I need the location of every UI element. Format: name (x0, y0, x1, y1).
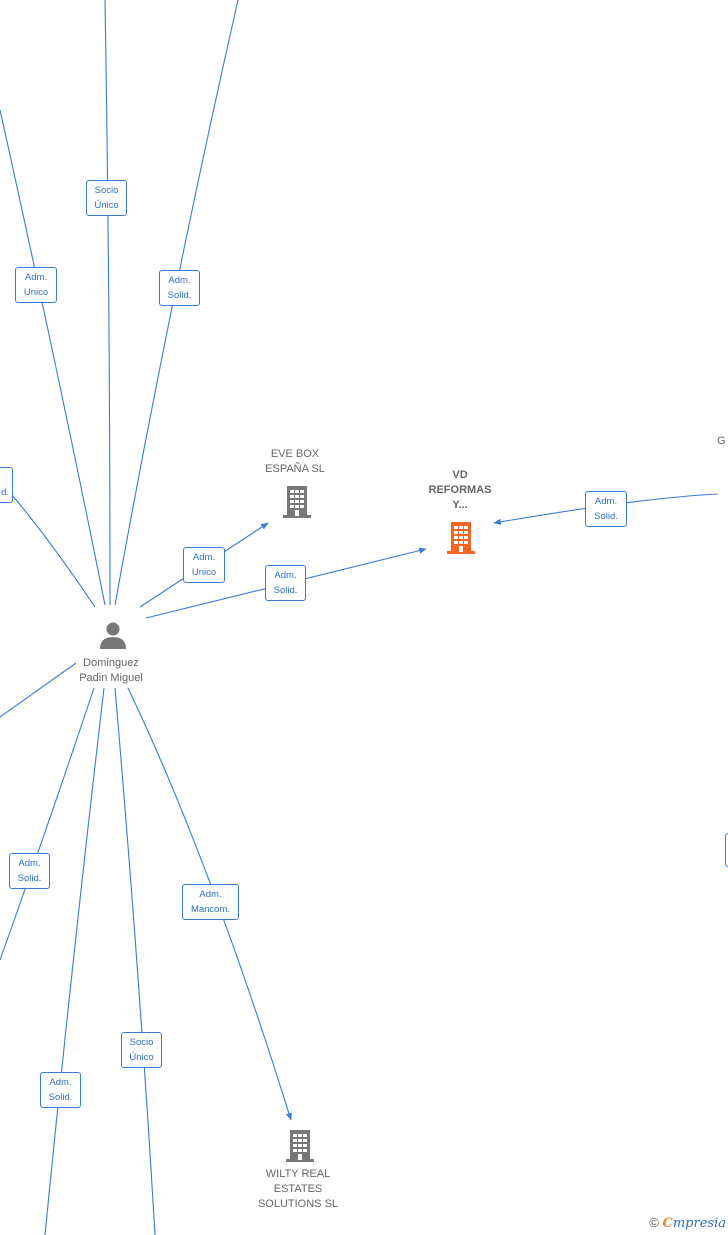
building-icon-evebox[interactable] (282, 484, 312, 518)
edge-left-upper (11, 494, 96, 608)
edge-label-left-edge[interactable]: d. (0, 467, 13, 503)
edge-label-adm-mancom[interactable]: Adm. Mancom. (182, 884, 239, 920)
copyright-brand: © Cmpresia (649, 1215, 726, 1231)
edge-label-adm-solid-top[interactable]: Adm. Solid. (159, 270, 200, 306)
edge-label-adm-unico-top[interactable]: Adm. Unico (15, 267, 57, 303)
building-icon-wilty[interactable] (285, 1128, 315, 1162)
person-icon[interactable] (98, 620, 128, 650)
copyright-icon: © (649, 1215, 659, 1230)
edge-adm-solid-bottom (44, 687, 105, 1235)
brand-logo: Cmpresia (662, 1216, 727, 1231)
edge-label-adm-solid-bottom[interactable]: Adm. Solid. (40, 1072, 81, 1108)
edge-left-mid (0, 662, 77, 718)
edge-adm-solid-lower-left (0, 687, 95, 961)
edge-label-adm-solid-lower-left[interactable]: Adm. Solid. (9, 853, 50, 889)
evebox-name[interactable]: EVE BOX ESPAÑA SL (265, 448, 325, 475)
edge-label-socio-unico-bottom[interactable]: Socio Único (121, 1032, 162, 1068)
building-icon-vdreformas[interactable] (446, 520, 476, 554)
edge-label-adm-unico-evebox[interactable]: Adm. Unico (183, 547, 225, 583)
edge-label-socio-unico-top[interactable]: Socio Único (86, 180, 127, 216)
offscreen-node-label[interactable]: G (717, 435, 726, 447)
edge-to-wilty (127, 687, 292, 1121)
edge-label-right-edge-stub[interactable] (725, 833, 728, 867)
edge-socio-unico-top (104, 0, 111, 606)
edge-adm-unico-top (0, 109, 106, 606)
edge-label-adm-solid-right[interactable]: Adm. Solid. (585, 491, 627, 527)
vdreformas-name[interactable]: VD REFORMAS Y... (428, 469, 492, 511)
edge-label-adm-solid-vd[interactable]: Adm. Solid. (265, 565, 306, 601)
person-name[interactable]: Dominguez Padin Miguel (79, 657, 143, 684)
wilty-name[interactable]: WILTY REAL ESTATES SOLUTIONS SL (257, 1168, 339, 1210)
edge-socio-unico-bottom (114, 687, 156, 1235)
